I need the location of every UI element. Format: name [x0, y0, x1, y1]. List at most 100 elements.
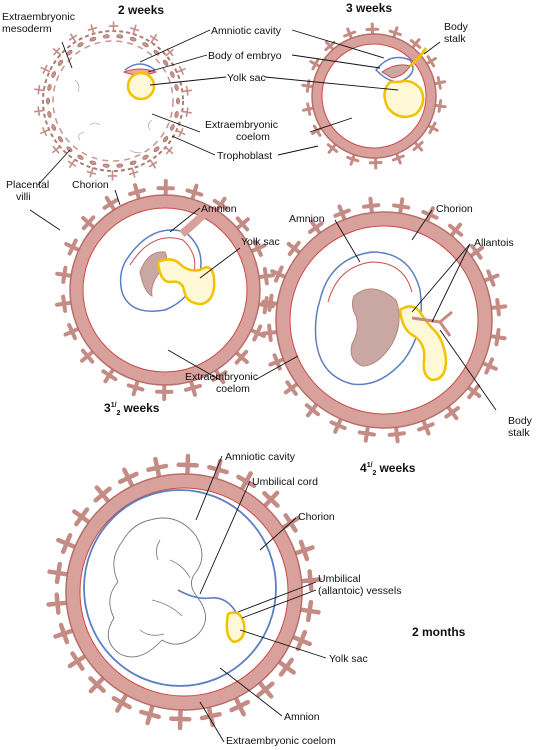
leader-lines [29, 29, 497, 743]
label-amnion-left: Amnion [201, 203, 237, 215]
villus [129, 24, 140, 35]
villus [176, 453, 199, 479]
villus [40, 64, 51, 74]
villus [128, 167, 139, 178]
yolk-sac-3wk [383, 79, 425, 119]
mesoderm-cell [175, 97, 181, 105]
mesoderm-cell [174, 111, 179, 118]
mesoderm-cell [89, 160, 97, 166]
label-chorion-left: Chorion [72, 179, 109, 191]
mesoderm-cell [129, 160, 137, 166]
villus [52, 145, 61, 154]
fetus-limbs-2m [139, 539, 191, 636]
mesoderm-cell [77, 154, 84, 160]
yolk-sac-2m [225, 611, 246, 644]
amniotic-cavity-2wk [124, 63, 156, 71]
label-body-of-embryo: Body of embryo [208, 50, 282, 62]
yolk-sac-45wk [398, 305, 448, 382]
villus [108, 21, 119, 32]
villus [261, 490, 280, 510]
label-amniotic-cavity-bottom: Amniotic cavity [225, 451, 296, 463]
mesoderm-strands [74, 79, 153, 153]
villus [93, 485, 112, 506]
stage-4-5-weeks [260, 196, 508, 444]
mesoderm-cell [102, 34, 110, 39]
villus [117, 467, 139, 491]
villus [236, 471, 257, 494]
villus [139, 701, 161, 726]
label-yolk-sac-bottom: Yolk sac [329, 653, 368, 665]
villus [148, 159, 158, 169]
villus [56, 532, 80, 555]
amnion-35wk-inner [129, 237, 196, 273]
villus [52, 47, 62, 56]
embryo-45wk [350, 288, 400, 367]
villus [107, 170, 118, 181]
mesoderm-cells [45, 34, 181, 168]
mesoderm-cell [57, 59, 64, 66]
villi-2-weeks [33, 21, 193, 181]
fetus-2m [107, 517, 206, 658]
label-yolk-sac-top: Yolk sac [227, 72, 266, 84]
villus [181, 86, 193, 96]
mesoderm-cell [45, 97, 51, 105]
allantois-45wk [411, 310, 453, 337]
mesoderm-cell [51, 124, 56, 131]
villus [34, 84, 45, 95]
label-amnion-right: Amnion [289, 213, 325, 225]
villus [181, 107, 192, 118]
villus [46, 592, 71, 615]
yolk-sac-2wk [126, 71, 156, 101]
villus [291, 539, 315, 562]
villi-3-5-weeks [55, 179, 275, 401]
label-umbilical-cord: Umbilical cord [252, 476, 318, 488]
label-extraembryonic-coelom-mid: Extraembryonic coelom [185, 371, 261, 395]
mesoderm-cell [153, 146, 160, 153]
mesoderm-cell [162, 136, 169, 143]
villus [288, 629, 312, 652]
label-allantois: Allantois [474, 237, 514, 249]
label-trophoblast: Trophoblast [217, 150, 272, 162]
label-extraembryonic-coelom-bottom: Extraembryonic coelom [226, 735, 336, 747]
label-chorion-right: Chorion [436, 203, 473, 215]
mesoderm-cell [47, 111, 52, 118]
villus [256, 678, 275, 699]
villus [146, 456, 169, 481]
villus [229, 693, 251, 717]
stage-3-5-weeks [55, 179, 275, 401]
villus [53, 622, 77, 645]
label-umbilical-vessels: Umbilical (allantoic) vessels [318, 573, 401, 597]
mesoderm-cell [142, 42, 149, 48]
mesoderm-cell [170, 71, 175, 78]
label-extraembryonic-mesoderm: Extraembryonic mesoderm [2, 11, 78, 35]
embryo-3wk [381, 64, 411, 79]
label-amnion-bottom: Amnion [284, 711, 320, 723]
amnion-45wk-inner [327, 261, 413, 303]
villus [47, 561, 72, 585]
villus [165, 48, 174, 57]
mesoderm-cell [77, 42, 84, 48]
villus [176, 65, 186, 75]
mesoderm-ring [52, 40, 174, 162]
label-body-stalk-top: Body stalk [444, 21, 471, 45]
mesoderm-cell [174, 84, 179, 91]
mesoderm-cell [116, 163, 124, 168]
mesoderm-cell [89, 36, 97, 42]
label-amniotic-cavity-top: Amniotic cavity [211, 25, 282, 37]
label-extraembryonic-coelom-top: Extraembryonic coelom [205, 119, 281, 143]
mesoderm-cell [116, 34, 124, 39]
title-3-weeks: 3 weeks [346, 1, 392, 15]
mesoderm-cell [66, 146, 73, 153]
mesoderm-cell [142, 154, 149, 160]
villus [87, 24, 98, 35]
umbilical-cord-2m [177, 589, 237, 613]
title-2-months: 2 months [412, 625, 466, 639]
label-chorion-bottom: Chorion [298, 511, 335, 523]
villus [33, 106, 45, 116]
mesoderm-cell [57, 136, 64, 143]
mesoderm-cell [47, 84, 52, 91]
